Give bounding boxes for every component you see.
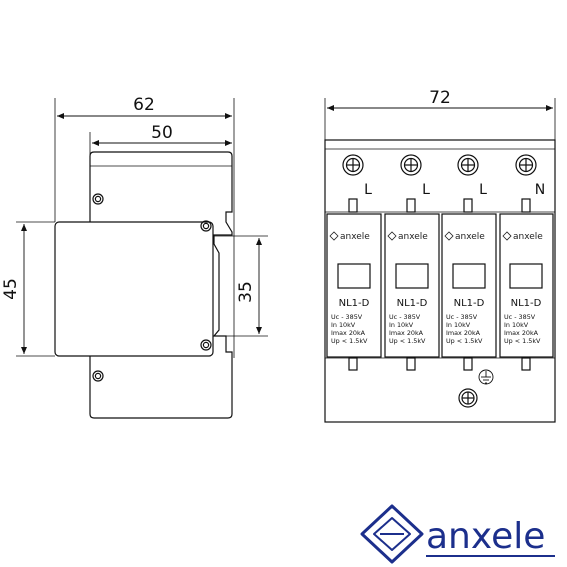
spec-line: In 10kV (446, 321, 471, 329)
spec-line: Up < 1.5kV (331, 337, 368, 345)
module-specs-2: Uc - 385V In 10kV Imax 20kA Up < 1.5kV (389, 313, 426, 345)
module-logo-icon (444, 231, 454, 241)
spec-line: Imax 20kA (389, 329, 424, 337)
spec-line: Uc - 385V (389, 313, 421, 321)
module-model-4: NL1-D (511, 298, 542, 309)
side-front-cover (54, 221, 214, 357)
dim-label-45: 45 (1, 278, 21, 300)
module-model-1: NL1-D (339, 298, 370, 309)
spec-line: Imax 20kA (446, 329, 481, 337)
side-view (16, 98, 268, 419)
module-body-1 (326, 213, 382, 358)
dim-label-35: 35 (236, 281, 256, 303)
spec-line: Imax 20kA (331, 329, 366, 337)
module-specs-3: Uc - 385V In 10kV Imax 20kA Up < 1.5kV (446, 313, 483, 345)
spec-line: Up < 1.5kV (504, 337, 541, 345)
module-model-3: NL1-D (454, 298, 485, 309)
module-body-3 (441, 213, 497, 358)
side-screw-lower-right (200, 339, 212, 351)
bottom-pin-4 (521, 357, 531, 371)
terminal-label-4: N (535, 182, 545, 198)
spec-line: Uc - 385V (446, 313, 478, 321)
module-logo-icon (502, 231, 512, 241)
module-brand-3: anxele (444, 231, 485, 242)
side-body-outline (89, 151, 233, 419)
spec-line: Up < 1.5kV (446, 337, 483, 345)
terminal-screw-4 (515, 154, 537, 176)
terminal-label-3: L (479, 182, 487, 198)
brand-logo: anxele (360, 504, 555, 564)
module-brand-2: anxele (387, 231, 428, 242)
spec-line: Uc - 385V (504, 313, 536, 321)
bottom-pin-2 (406, 357, 416, 371)
dim-label-72: 72 (429, 88, 451, 108)
side-screw-upper-right (200, 220, 212, 232)
module-brand-text: anxele (340, 232, 370, 242)
spec-line: Uc - 385V (331, 313, 363, 321)
indicator-window-2 (395, 263, 429, 289)
module-model-2: NL1-D (397, 298, 428, 309)
side-screw-bottom (92, 370, 104, 382)
module-brand-text: anxele (513, 232, 543, 242)
front-view (324, 98, 556, 423)
top-pin-4 (521, 198, 531, 213)
top-pin-3 (463, 198, 473, 213)
terminal-screw-1 (342, 154, 364, 176)
module-body-4 (499, 213, 554, 358)
module-specs-4: Uc - 385V In 10kV Imax 20kA Up < 1.5kV (504, 313, 541, 345)
dim-label-50: 50 (151, 123, 173, 143)
terminal-label-2: L (422, 182, 430, 198)
front-housing (324, 139, 556, 423)
terminal-screw-2 (400, 154, 422, 176)
indicator-window-3 (452, 263, 486, 289)
spec-line: Imax 20kA (504, 329, 539, 337)
module-brand-text: anxele (455, 232, 485, 242)
terminal-screw-3 (457, 154, 479, 176)
spec-line: In 10kV (331, 321, 356, 329)
bottom-pin-1 (348, 357, 358, 371)
brand-logo-text: anxele (426, 516, 545, 557)
brand-logo-icon (360, 504, 424, 564)
module-specs-1: Uc - 385V In 10kV Imax 20kA Up < 1.5kV (331, 313, 368, 345)
top-pin-1 (348, 198, 358, 213)
indicator-window-4 (509, 263, 543, 289)
ground-symbol-icon (478, 369, 494, 385)
module-brand-1: anxele (329, 231, 370, 242)
module-logo-icon (329, 231, 339, 241)
bottom-pin-3 (463, 357, 473, 371)
module-body-2 (384, 213, 440, 358)
dim-label-62: 62 (133, 95, 155, 115)
top-pin-2 (406, 198, 416, 213)
spec-line: In 10kV (389, 321, 414, 329)
side-screw-top (92, 193, 104, 205)
module-brand-text: anxele (398, 232, 428, 242)
module-brand-4: anxele (502, 231, 543, 242)
terminal-label-1: L (364, 182, 372, 198)
indicator-window-1 (337, 263, 371, 289)
spec-line: In 10kV (504, 321, 529, 329)
module-logo-icon (387, 231, 397, 241)
pe-terminal-screw (458, 388, 478, 408)
spec-line: Up < 1.5kV (389, 337, 426, 345)
